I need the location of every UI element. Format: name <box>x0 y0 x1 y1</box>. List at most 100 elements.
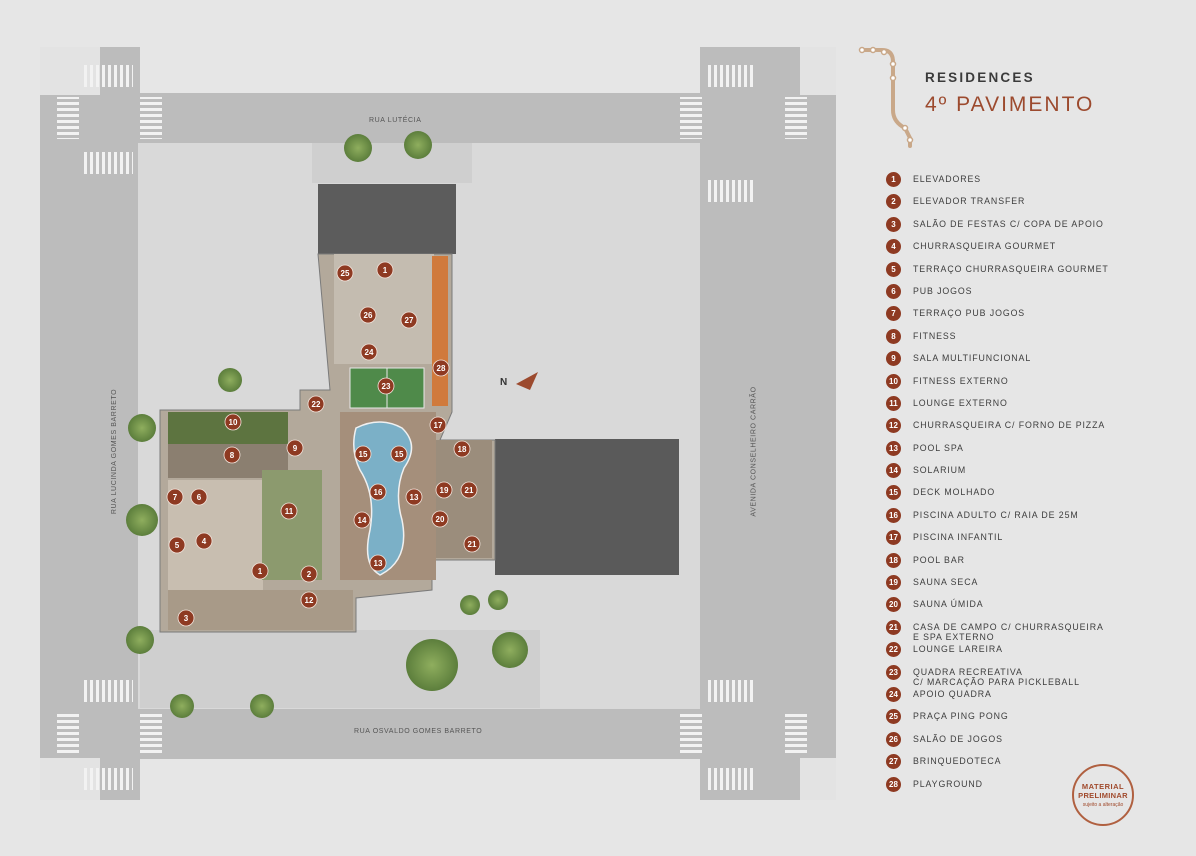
legend-label: PISCINA INFANTIL <box>913 532 1004 543</box>
area-marker-circle <box>353 511 371 529</box>
area-marker-circle <box>224 413 242 431</box>
area-marker-number: 27 <box>405 316 414 325</box>
area-marker: 20 <box>431 510 449 528</box>
legend-label: CHURRASQUEIRA GOURMET <box>913 241 1057 252</box>
area-marker-circle <box>190 488 208 506</box>
legend-item: 1 ELEVADORES <box>886 171 1186 193</box>
area-marker-circle <box>360 343 378 361</box>
legend-number-badge: 27 <box>886 754 901 770</box>
area-marker-circle <box>359 306 377 324</box>
area-marker-number: 14 <box>358 516 367 525</box>
legend-number-badge: 17 <box>886 530 901 546</box>
legend-number-badge: 21 <box>886 619 901 635</box>
area-marker-circle <box>177 609 195 627</box>
area-marker-circle <box>435 481 453 499</box>
legend-label: POOL SPA <box>913 442 964 453</box>
area-marker-number: 3 <box>184 614 189 623</box>
area-marker-circle <box>432 359 450 377</box>
area-marker-number: 22 <box>312 400 321 409</box>
area-marker: 1 <box>251 562 269 580</box>
legend-label: LOUNGE EXTERNO <box>913 397 1008 408</box>
legend-number-badge: 28 <box>886 776 901 792</box>
area-marker: 5 <box>168 536 186 554</box>
area-marker-number: 4 <box>202 537 207 546</box>
area-marker-number: 25 <box>341 269 350 278</box>
area-marker: 24 <box>360 343 378 361</box>
legend-label: PRAÇA PING PONG <box>913 711 1009 722</box>
area-marker-number: 12 <box>305 596 314 605</box>
legend-label: SAUNA ÚMIDA <box>913 599 984 610</box>
area-marker: 10 <box>224 413 242 431</box>
area-marker-circle <box>195 532 213 550</box>
area-marker: 22 <box>307 395 325 413</box>
area-marker: 15 <box>354 445 372 463</box>
legend-label: APOIO QUADRA <box>913 688 992 699</box>
road-bottom <box>40 707 836 759</box>
legend-number-badge: 20 <box>886 597 901 613</box>
area-marker-circle <box>354 445 372 463</box>
legend-item: 17 PISCINA INFANTIL <box>886 529 1186 551</box>
area-marker-circle <box>431 510 449 528</box>
area-marker-circle <box>429 416 447 434</box>
area-marker-number: 7 <box>173 493 178 502</box>
legend-number-badge: 1 <box>886 172 901 187</box>
preliminary-stamp: MATERIAL PRELIMINAR sujeito a alteração <box>1072 764 1134 826</box>
legend-label: CHURRASQUEIRA C/ FORNO DE PIZZA <box>913 420 1106 431</box>
area-marker: 21 <box>463 535 481 553</box>
area-marker: 23 <box>377 377 395 395</box>
legend-number-badge: 19 <box>886 575 901 591</box>
area-marker-circle <box>166 488 184 506</box>
area-marker-number: 1 <box>383 266 388 275</box>
legend-number-badge: 8 <box>886 328 901 344</box>
area-marker: 28 <box>432 359 450 377</box>
street-label-left: RUA LUCINDA GOMES BARRETO <box>111 388 119 515</box>
legend-label: ELEVADORES <box>913 174 981 184</box>
area-marker-circle <box>376 261 394 279</box>
north-arrow-icon <box>516 372 538 390</box>
area-marker: 15 <box>390 445 408 463</box>
area-marker: 11 <box>280 502 298 520</box>
page-title: 4º PAVIMENTO <box>925 93 1095 116</box>
area-marker-number: 13 <box>374 559 383 568</box>
legend-number-badge: 5 <box>886 261 901 277</box>
road-right <box>700 47 836 800</box>
road-top <box>40 93 836 145</box>
area-marker-number: 17 <box>434 421 443 430</box>
legend-number-badge: 11 <box>886 395 901 411</box>
legend-label: SOLARIUM <box>913 465 967 476</box>
legend-item: 20 SAUNA ÚMIDA <box>886 596 1186 618</box>
legend-number-badge: 16 <box>886 507 901 523</box>
legend-number-badge: 22 <box>886 642 901 658</box>
tower-top <box>318 184 456 254</box>
area-marker-circle <box>300 565 318 583</box>
trees <box>126 131 528 718</box>
area-marker-circle <box>405 488 423 506</box>
area-marker-circle <box>286 439 304 457</box>
north-label: N <box>500 377 508 388</box>
legend-number-badge: 26 <box>886 731 901 747</box>
legend-label: PISCINA ADULTO C/ RAIA DE 25M <box>913 509 1079 520</box>
area-marker-circle <box>377 377 395 395</box>
area-marker-circle <box>369 554 387 572</box>
area-marker: 27 <box>400 311 418 329</box>
area-marker: 2 <box>300 565 318 583</box>
area-marker-circle <box>400 311 418 329</box>
area-marker: 6 <box>190 488 208 506</box>
legend-number-badge: 3 <box>886 216 901 232</box>
area-marker-number: 8 <box>230 451 235 460</box>
area-marker-circle <box>463 535 481 553</box>
area-marker-circle <box>280 502 298 520</box>
